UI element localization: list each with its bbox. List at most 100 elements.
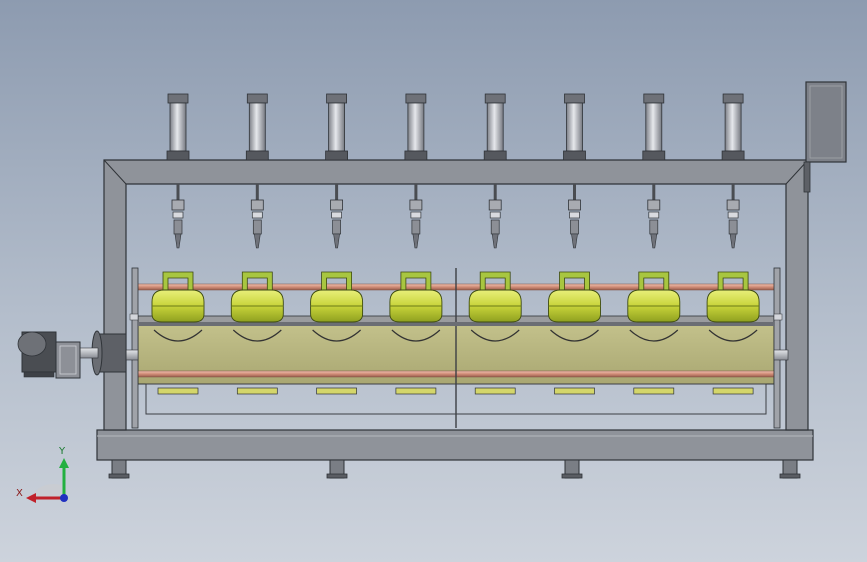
gun-mount bbox=[483, 150, 507, 161]
axis-y-arrow bbox=[59, 458, 69, 468]
gun-mount bbox=[563, 150, 586, 161]
skid-7 bbox=[633, 387, 675, 395]
cradle-3 bbox=[312, 329, 362, 342]
foot-pad-1 bbox=[108, 473, 130, 479]
nozzle-tip bbox=[253, 233, 261, 249]
nozzle-ring bbox=[410, 211, 422, 219]
filling-gun-8 bbox=[721, 93, 745, 249]
gas-cylinder-4 bbox=[389, 271, 443, 323]
gas-cylinder-3 bbox=[310, 271, 364, 323]
foot-pad-3 bbox=[561, 473, 583, 479]
nozzle-ring bbox=[569, 211, 580, 219]
axis-y-label: Y bbox=[58, 446, 66, 457]
gun-barrel bbox=[248, 102, 266, 152]
motor-fan-cover bbox=[17, 331, 47, 357]
gas-cylinder-5 bbox=[468, 271, 522, 323]
gearbox-face bbox=[59, 345, 77, 375]
nozzle-valve bbox=[173, 219, 183, 235]
nozzle-body bbox=[488, 199, 502, 211]
gun-barrel bbox=[566, 102, 583, 152]
filling-guns bbox=[166, 93, 745, 249]
gun-cap bbox=[484, 93, 506, 104]
gun-mount bbox=[325, 150, 349, 161]
left-shaft-stub bbox=[125, 349, 139, 361]
axis-x-arrow bbox=[26, 493, 36, 503]
nozzle-ring bbox=[172, 211, 184, 219]
gun-barrel bbox=[486, 102, 504, 152]
right-shaft-stub bbox=[773, 349, 789, 361]
gas-cylinder-7 bbox=[627, 271, 681, 323]
drive-shaft bbox=[79, 347, 99, 359]
nozzle-body bbox=[726, 199, 740, 211]
nozzle-tip bbox=[491, 233, 499, 249]
skid-2 bbox=[236, 387, 278, 395]
cradle-1 bbox=[153, 329, 203, 342]
right-bearing bbox=[773, 313, 783, 321]
nozzle-valve bbox=[411, 219, 421, 235]
triad-shadow bbox=[28, 484, 62, 500]
gas-cylinder-8 bbox=[706, 271, 760, 323]
nozzle-ring bbox=[489, 211, 501, 219]
skid-1 bbox=[157, 387, 199, 395]
cradle-5 bbox=[470, 329, 520, 342]
gun-mount bbox=[404, 150, 428, 161]
control-bracket bbox=[803, 161, 811, 193]
skid-5 bbox=[474, 387, 516, 395]
nozzle-valve bbox=[490, 219, 500, 235]
nozzle-body bbox=[250, 199, 264, 211]
nozzle-ring bbox=[727, 211, 739, 219]
nozzle-ring bbox=[251, 211, 263, 219]
gas-cylinders bbox=[151, 271, 760, 323]
axis-z-dot bbox=[60, 494, 68, 502]
left-guide-post bbox=[131, 267, 139, 429]
gun-mount bbox=[166, 150, 190, 161]
gearbox bbox=[55, 341, 81, 379]
nozzle-tip bbox=[650, 233, 658, 249]
gun-mount bbox=[642, 150, 666, 161]
gas-cylinder-1 bbox=[151, 271, 205, 323]
gun-cap bbox=[405, 93, 427, 104]
skid-4 bbox=[395, 387, 437, 395]
gun-mount bbox=[721, 150, 745, 161]
skid-3 bbox=[316, 387, 357, 395]
conveyor-bar bbox=[138, 322, 774, 326]
cradle-2 bbox=[232, 329, 282, 342]
gun-barrel bbox=[169, 102, 187, 152]
nozzle-ring bbox=[648, 211, 660, 219]
filling-gun-1 bbox=[166, 93, 190, 249]
gun-cap bbox=[564, 93, 585, 104]
control-cabinet-door bbox=[809, 85, 843, 159]
cradle-6 bbox=[550, 329, 599, 342]
control-cabinet bbox=[805, 81, 847, 163]
nozzle-body bbox=[171, 199, 185, 211]
gun-cap bbox=[167, 93, 189, 104]
gun-cap bbox=[643, 93, 665, 104]
gun-barrel bbox=[645, 102, 663, 152]
right-guide-post bbox=[773, 267, 781, 429]
nozzle-tip bbox=[174, 233, 182, 249]
gun-cap bbox=[246, 93, 268, 104]
cradle-8 bbox=[708, 329, 758, 342]
nozzle-valve bbox=[649, 219, 659, 235]
skid-6 bbox=[554, 387, 595, 395]
nozzle-tip bbox=[333, 233, 340, 249]
drive-unit bbox=[17, 330, 127, 379]
motor-base bbox=[23, 371, 55, 378]
nozzle-tip bbox=[571, 233, 578, 249]
foot-pad-2 bbox=[326, 473, 348, 479]
gun-mount bbox=[245, 150, 269, 161]
nozzle-body bbox=[409, 199, 423, 211]
gun-cap bbox=[326, 93, 348, 104]
left-bearing bbox=[129, 313, 139, 321]
cradle-7 bbox=[629, 329, 679, 342]
control-box bbox=[803, 81, 847, 193]
nozzle-body bbox=[330, 199, 344, 211]
nozzle-tip bbox=[412, 233, 420, 249]
nozzle-body bbox=[647, 199, 661, 211]
nozzle-valve bbox=[570, 219, 579, 235]
filling-gun-7 bbox=[642, 93, 666, 249]
gas-cylinder-6 bbox=[548, 271, 601, 323]
gun-cap bbox=[722, 93, 744, 104]
